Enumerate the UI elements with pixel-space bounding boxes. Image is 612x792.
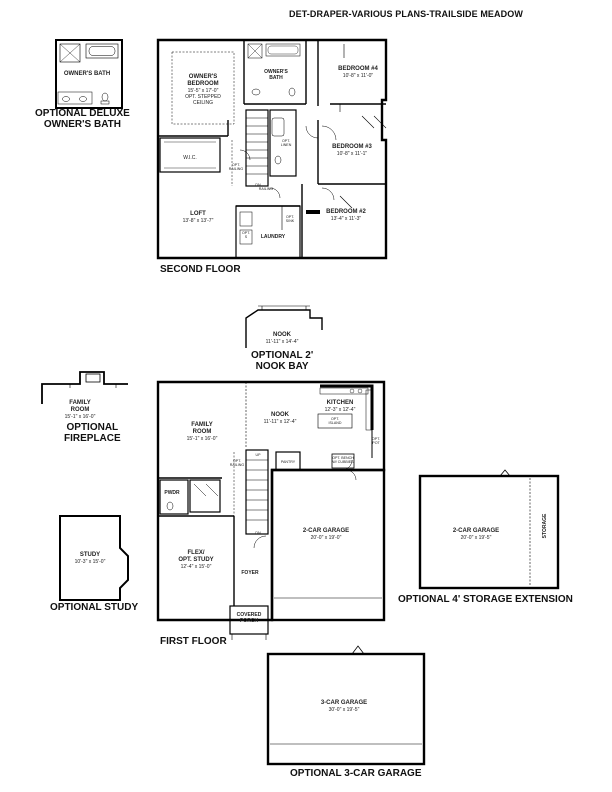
bedroom2-label: BEDROOM #2 <box>326 209 366 215</box>
storage-garage-dims: 20'-0" x 19'-5" <box>461 535 492 541</box>
wic-label: W.I.C. <box>183 155 197 161</box>
bedroom3-label: BEDROOM #3 <box>332 144 372 150</box>
three-car-garage-dims: 30'-0" x 19'-5" <box>329 707 360 713</box>
storage-garage-label: 2-CAR GARAGE <box>453 528 499 534</box>
opt-s-label-2: S <box>245 235 248 239</box>
opt-linen-label: OPT. <box>282 139 290 143</box>
opt-bench-label: OPT. BENCH <box>332 456 354 460</box>
flex-label: FLEX/ <box>187 550 204 556</box>
opt-railing-label-2: RAILING <box>229 167 244 171</box>
dn-label: DN <box>255 183 261 187</box>
opt-bench-label-2: W/ CUBBIES <box>332 460 354 464</box>
study-label: STUDY <box>80 552 100 558</box>
nook-label: NOOK <box>271 412 290 418</box>
bedroom4-dims: 10'-8" x 11'-0" <box>343 73 374 79</box>
optional-fireplace-caption: OPTIONAL FIREPLACE <box>64 422 121 444</box>
optional-3car-garage-caption: OPTIONAL 3-CAR GARAGE <box>290 768 422 779</box>
optional-nook-bay-caption: OPTIONAL 2' NOOK BAY <box>251 350 313 372</box>
deluxe-bath-label-text: OWNER'S BATH <box>64 71 110 77</box>
storage-label: STORAGE <box>542 513 548 538</box>
kitchen-dims: 12'-3" x 12'-4" <box>325 407 356 413</box>
caption-line: FIREPLACE <box>64 433 121 444</box>
optional-study-inset <box>59 515 129 601</box>
laundry-label: LAUNDRY <box>261 234 286 240</box>
optional-study-caption: OPTIONAL STUDY <box>50 602 139 613</box>
owners-bath-label: OWNER'S <box>264 69 288 75</box>
family-room-dims: 15'-1" x 16'-0" <box>187 436 218 442</box>
caption-line: OPTIONAL DELUXE <box>35 108 130 119</box>
three-car-garage-label: 3-CAR GARAGE <box>321 700 367 706</box>
optional-deluxe-bath-caption: OPTIONAL DELUXE OWNER'S BATH <box>35 108 130 130</box>
optional-storage-extension-caption: OPTIONAL 4' STORAGE EXTENSION <box>398 594 573 605</box>
second-floor-caption: SECOND FLOOR <box>160 264 241 275</box>
bedroom2-dims: 13'-4" x 11'-3" <box>331 216 362 222</box>
nook-bay-label: NOOK <box>273 332 292 338</box>
owners-bedroom-label-2: BEDROOM <box>187 81 218 87</box>
fp-family-label: FAMILY <box>69 400 90 406</box>
foyer-label: FOYER <box>241 570 259 576</box>
caption-line: OWNER'S BATH <box>43 119 121 130</box>
nook-bay-dims: 11'-11" x 14'-4" <box>266 339 299 345</box>
opt-sink-label-2: SINK <box>286 219 295 223</box>
porch-label: PORCH <box>240 618 258 624</box>
bedroom4-label: BEDROOM #4 <box>338 66 378 72</box>
opt-sink-label: OPT. <box>286 215 294 219</box>
opt-study-label: OPT. STUDY <box>178 557 213 563</box>
fireplace-inset <box>41 371 128 404</box>
railing-label: RAILING <box>259 187 274 191</box>
garage-label: 2-CAR GARAGE <box>303 528 349 534</box>
family-room-label: FAMILY <box>191 422 212 428</box>
owners-bedroom-note: OPT. STEPPED <box>185 94 221 100</box>
caption-line: OPTIONAL <box>66 422 119 433</box>
first-floor-caption: FIRST FLOOR <box>160 636 227 647</box>
fp-dims: 15'-1" x 16'-0" <box>65 414 96 420</box>
dn-1f-label: DN <box>255 531 261 535</box>
second-floor-plan <box>156 38 388 260</box>
opt-pot-label-2: POT <box>372 441 380 445</box>
opt-railing-1f-label: OPT. <box>233 459 241 463</box>
opt-s-label: OPT. <box>242 231 250 235</box>
owners-bedroom-label: OWNER'S <box>189 74 217 80</box>
pwdr-label: PWDR <box>164 490 180 496</box>
family-room-label-2: ROOM <box>193 429 212 435</box>
owners-bath-label-2: BATH <box>269 75 283 81</box>
storage-extension-inset <box>418 469 560 590</box>
opt-railing-label: OPT. <box>232 163 240 167</box>
flex-dims: 12'-4" x 15'-0" <box>181 564 212 570</box>
nook-dims: 11'-11" x 12'-4" <box>264 419 297 425</box>
opt-linen-label-2: LINEN <box>281 143 292 147</box>
loft-label: LOFT <box>190 211 206 217</box>
kitchen-label: KITCHEN <box>327 400 354 406</box>
deluxe-owners-bath-inset <box>55 39 123 109</box>
owners-bedroom-dims: 15'-5" x 17'-0" <box>188 88 219 94</box>
nook-bay-inset <box>245 305 323 348</box>
loft-dims: 13'-8" x 13'-7" <box>183 218 214 224</box>
covered-label: COVERED <box>237 612 262 618</box>
opt-island-label: OPT. <box>331 417 339 421</box>
opt-pot-label: OPT. <box>372 437 380 441</box>
up-label: UP <box>256 453 262 457</box>
opt-island-label-2: ISLAND <box>329 421 342 425</box>
pantry-label: PANTRY <box>281 460 296 464</box>
wall-pier <box>306 210 320 214</box>
fp-room-label: ROOM <box>71 407 90 413</box>
study-dims: 10'-3" x 15'-0" <box>75 559 106 565</box>
bedroom3-dims: 10'-8" x 11'-1" <box>337 151 368 157</box>
owners-bedroom-note-2: CEILING <box>193 100 213 106</box>
caption-line: OPTIONAL 2' <box>251 350 314 361</box>
caption-line: NOOK BAY <box>255 361 309 372</box>
first-floor-plan <box>156 380 386 640</box>
garage-dims: 20'-0" x 19'-0" <box>311 535 342 541</box>
page-title: DET-DRAPER-VARIOUS PLANS-TRAILSIDE MEADO… <box>289 9 523 19</box>
opt-railing-1f-label-2: RAILING <box>230 463 245 467</box>
three-car-garage-inset <box>266 645 426 766</box>
